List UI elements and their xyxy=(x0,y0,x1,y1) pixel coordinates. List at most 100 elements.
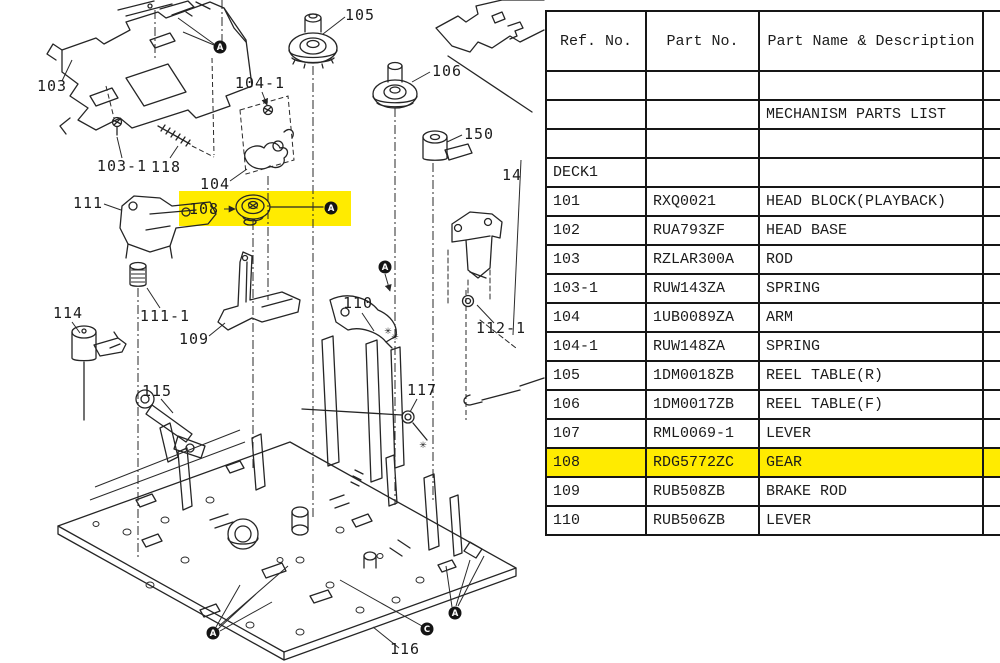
reel-table-106 xyxy=(372,61,418,109)
circled-marker-letter: A xyxy=(382,263,389,273)
leader-line-111-1 xyxy=(146,287,161,309)
part-no-cell xyxy=(645,157,760,188)
part-no-cell: RUW148ZA xyxy=(645,331,760,362)
part-no-cell: RUB508ZB xyxy=(645,476,760,507)
parts-list-table-wrap: Ref. No.Part No.Part Name & Description … xyxy=(545,10,1000,536)
chassis-holes xyxy=(92,496,425,636)
ref-cell xyxy=(545,70,647,101)
ref-cell: 102 xyxy=(545,215,647,246)
leader-line-111 xyxy=(103,203,122,211)
column-header-4 xyxy=(982,10,1000,72)
part-no-cell: RUA793ZF xyxy=(645,215,760,246)
part-label-116: 116 xyxy=(390,640,420,658)
spring-118 xyxy=(157,57,215,158)
table-header-row: Ref. No.Part No.Part Name & Description xyxy=(545,10,1000,72)
circled-marker-a-4 xyxy=(448,606,462,620)
ref-cell: 105 xyxy=(545,360,647,391)
reel-table-105 xyxy=(288,13,338,69)
centerlines xyxy=(89,0,485,632)
part-name-cell: LEVER xyxy=(758,505,984,536)
part-name-cell: MECHANISM PARTS LIST xyxy=(758,99,984,130)
column-header-1: Ref. No. xyxy=(545,10,647,72)
part-name-cell: HEAD BLOCK(PLAYBACK) xyxy=(758,186,984,217)
ref-cell: 106 xyxy=(545,389,647,420)
arm-104 xyxy=(239,95,295,175)
part-name-cell: SPRING xyxy=(758,331,984,362)
guide-150 xyxy=(422,130,473,161)
extra-cell xyxy=(982,389,1000,420)
column-header-3: Part Name & Description xyxy=(758,10,984,72)
leader-line-114 xyxy=(71,321,81,334)
part-label-14: 14 xyxy=(502,166,522,184)
ref-cell: 104 xyxy=(545,302,647,333)
label-leader-lines xyxy=(61,16,495,649)
ref-cell xyxy=(545,128,647,159)
plate-103 xyxy=(46,1,253,135)
part-name-cell: ARM xyxy=(758,302,984,333)
extra-cell xyxy=(982,360,1000,391)
leader-line-117 xyxy=(409,398,418,413)
part-label-111-1: 111-1 xyxy=(140,307,190,325)
extra-cell xyxy=(982,99,1000,130)
leader-line-110 xyxy=(361,312,375,332)
leader-line-116 xyxy=(372,626,400,649)
circled-marker-a-1 xyxy=(324,201,338,215)
mid-lever-bars xyxy=(321,335,545,483)
spring-111-1 xyxy=(129,261,147,287)
part-no-cell: RUB506ZB xyxy=(645,505,760,536)
ref-cell: 103-1 xyxy=(545,273,647,304)
circled-marker-letter: A xyxy=(452,609,459,619)
part-no-cell: 1DM0017ZB xyxy=(645,389,760,420)
extra-cell xyxy=(982,273,1000,304)
part-no-cell: 1DM0018ZB xyxy=(645,360,760,391)
extra-cell xyxy=(982,331,1000,362)
leader-line-115 xyxy=(160,398,174,414)
extra-cell xyxy=(982,186,1000,217)
extra-cell xyxy=(982,505,1000,536)
part-label-109: 109 xyxy=(179,330,209,348)
part-no-cell: 1UB0089ZA xyxy=(645,302,760,333)
part-name-cell xyxy=(758,128,984,159)
part-name-cell: LEVER xyxy=(758,418,984,449)
leader-line-109 xyxy=(208,322,226,337)
leader-line-118 xyxy=(169,145,179,159)
lever-110 xyxy=(329,295,397,349)
ref-cell: 109 xyxy=(545,476,647,507)
gear-108 xyxy=(235,194,324,226)
circled-marker-a-3 xyxy=(206,626,220,640)
ref-cell: 101 xyxy=(545,186,647,217)
part-label-104-1: 104-1 xyxy=(235,74,285,92)
leader-line-112-1 xyxy=(476,304,495,324)
part-label-115: 115 xyxy=(142,382,172,400)
column-header-2: Part No. xyxy=(645,10,760,72)
part-label-150: 150 xyxy=(464,125,494,143)
extra-cell xyxy=(982,128,1000,159)
leader-line-106 xyxy=(411,71,431,83)
table-row: MECHANISM PARTS LIST xyxy=(545,99,1000,130)
part-name-cell: REEL TABLE(R) xyxy=(758,360,984,391)
bracket-111 xyxy=(119,195,217,259)
roller-114 xyxy=(71,325,127,421)
extra-cell xyxy=(982,157,1000,188)
part-name-cell: BRAKE ROD xyxy=(758,476,984,507)
top-assembly-fragments xyxy=(117,0,211,17)
ref-cell: 103 xyxy=(545,244,647,275)
asterisk-symbols: ✳✳✳ xyxy=(384,327,427,451)
part-label-103-1: 103-1 xyxy=(97,157,147,175)
part-name-cell xyxy=(758,157,984,188)
part-no-cell: RML0069-1 xyxy=(645,418,760,449)
part-label-106: 106 xyxy=(432,62,462,80)
part-no-cell: RXQ0021 xyxy=(645,186,760,217)
part-name-cell: GEAR xyxy=(758,447,984,478)
